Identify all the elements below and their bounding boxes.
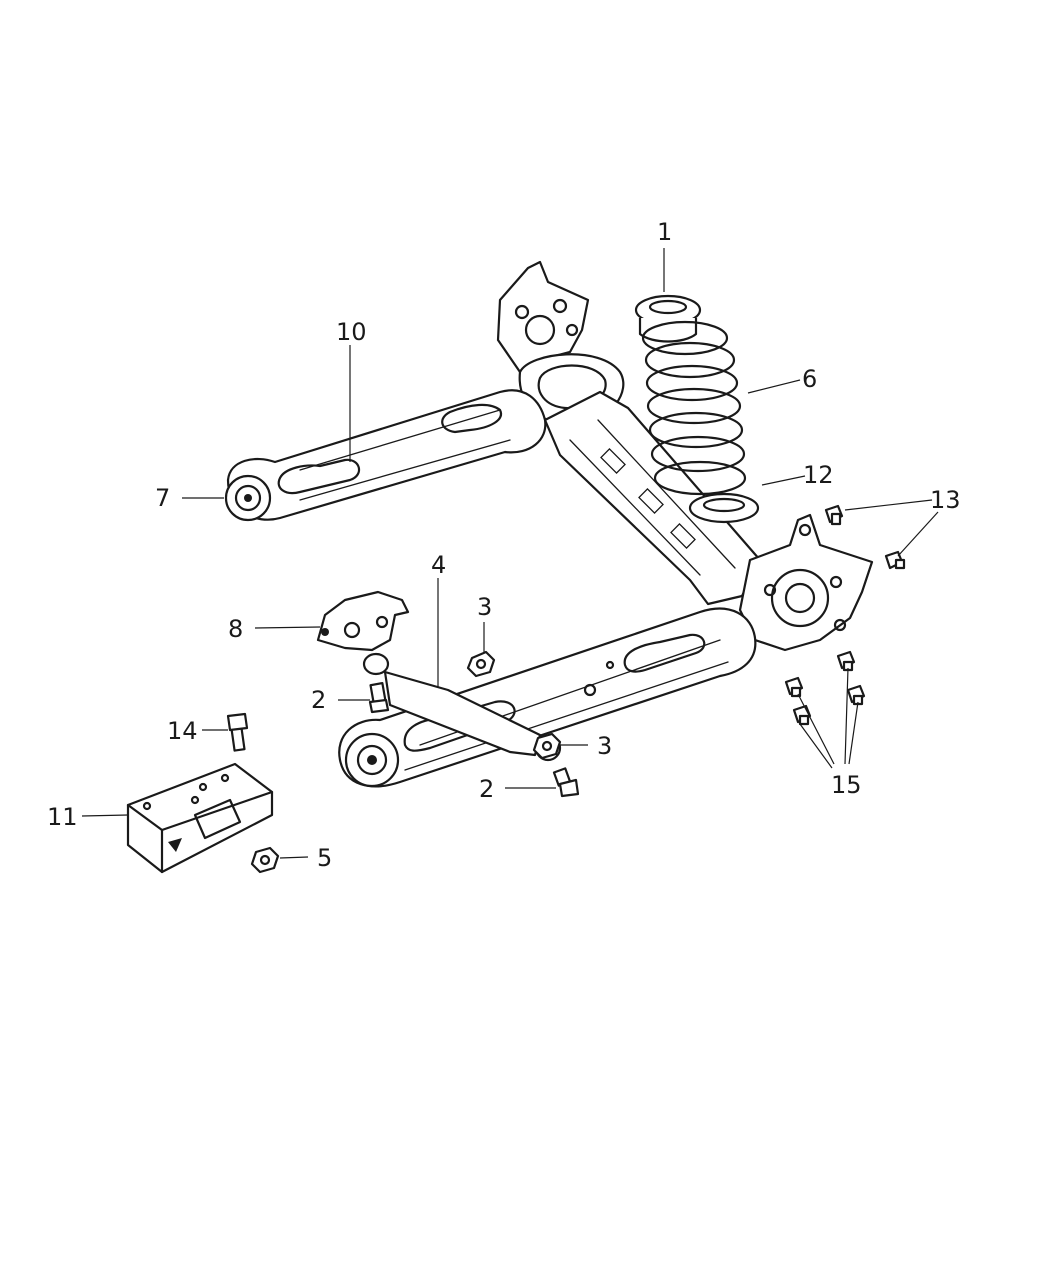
callout-5: 5: [317, 844, 332, 872]
callout-7: 7: [155, 484, 170, 512]
callout-15: 15: [831, 771, 862, 799]
upper-trailing-arm: [224, 389, 547, 522]
callout-2-lower: 2: [479, 775, 494, 803]
bolt-15-c: [836, 650, 856, 672]
nut-5: [250, 846, 280, 874]
callout-3-lower: 3: [597, 732, 612, 760]
nut-3-upper: [466, 650, 496, 678]
callout-12: 12: [803, 461, 834, 489]
callout-11: 11: [47, 803, 78, 831]
rear-crossmember: [496, 260, 874, 652]
callout-6: 6: [802, 365, 817, 393]
callout-labels: 1 2 2 3 3 4 5 6 7 8 10 11 12 13 14 15: [47, 218, 961, 872]
callout-10: 10: [336, 318, 367, 346]
callout-3-upper: 3: [477, 593, 492, 621]
bolt-15-a: [784, 676, 804, 698]
shock-mount-bracket: [316, 590, 410, 652]
bolt-14: [226, 712, 249, 752]
callout-13: 13: [930, 486, 961, 514]
bolt-15-d: [846, 684, 866, 706]
callout-1: 1: [657, 218, 672, 246]
callout-2-upper: 2: [311, 686, 326, 714]
bolt-2-upper: [368, 681, 390, 714]
coil-spring-assembly: [634, 294, 760, 524]
callout-4: 4: [431, 551, 446, 579]
callout-14: 14: [167, 717, 198, 745]
nut-3-lower: [532, 732, 562, 760]
bolt-2-lower: [552, 767, 580, 798]
bolt-13-a: [824, 504, 844, 526]
lower-shield-plate: [126, 762, 274, 874]
bolt-13-b: [884, 550, 906, 570]
callout-8: 8: [228, 615, 243, 643]
leader-lines: [81, 248, 939, 859]
bolt-15-b: [792, 704, 812, 726]
